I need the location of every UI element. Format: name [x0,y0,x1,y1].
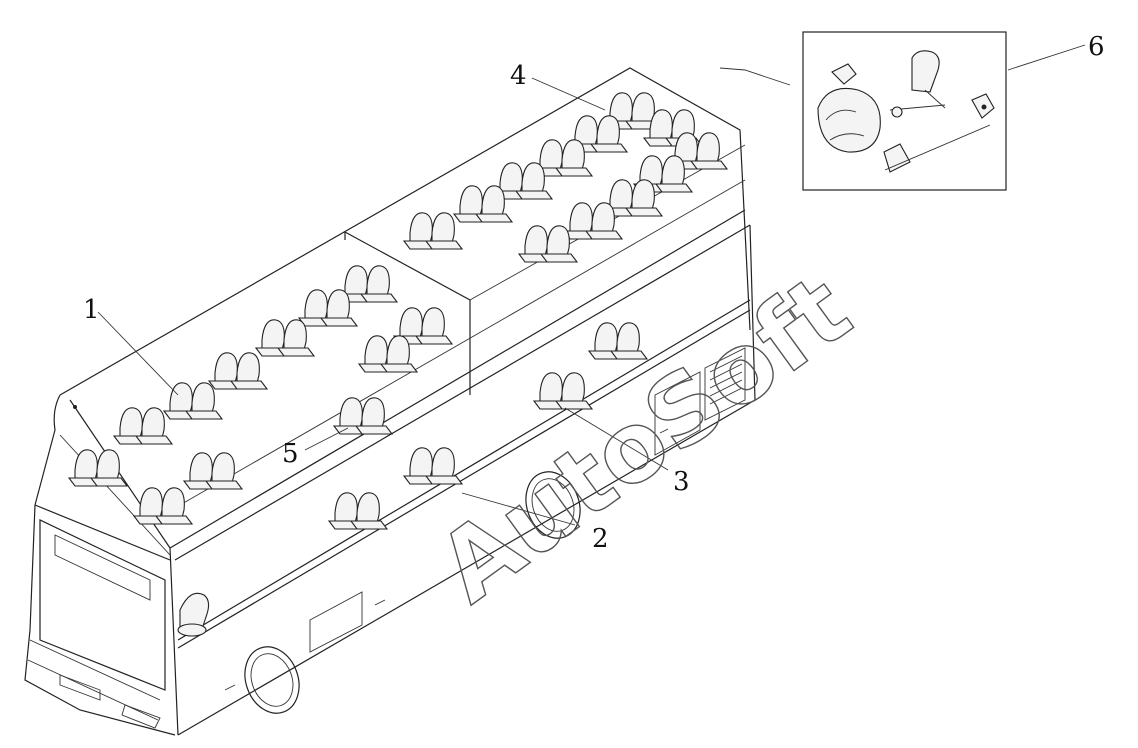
leader-5 [304,427,349,451]
callout-2: 2 [592,524,609,554]
callout-3: 3 [673,467,690,497]
callout-4: 4 [510,61,527,91]
leader-3 [564,407,669,471]
leader-4 [531,77,606,111]
watermark-text: AutoSoft [418,253,870,624]
seat-group-upper-front [68,265,453,525]
bus-body [24,67,756,736]
seat-group-upper-rear [403,92,728,263]
callout-6: 6 [1088,32,1105,62]
leader-1 [97,311,179,396]
callout-5: 5 [282,439,299,469]
seat-belt-detail-inset [719,31,1007,191]
leader-2 [461,492,576,526]
leader-lines [97,44,1086,526]
leader-6 [1007,44,1086,71]
callout-labels: 1 2 3 4 5 6 [83,32,1105,554]
callout-1: 1 [83,295,100,325]
